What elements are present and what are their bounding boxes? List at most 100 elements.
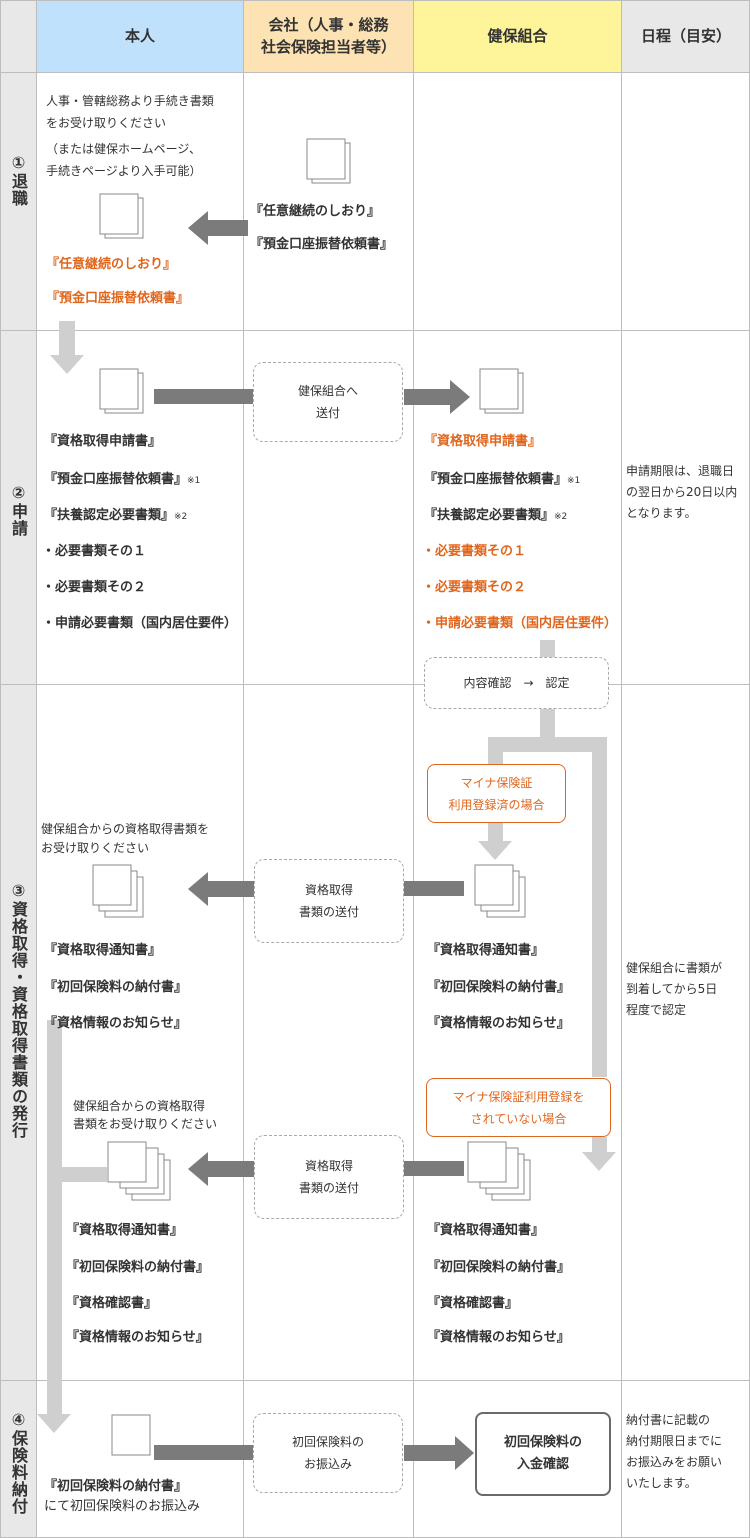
- s2-confirm-box-label: 内容確認 → 認定: [463, 676, 570, 690]
- s3-case-b-line: されていない場合: [470, 1111, 567, 1126]
- s2-person-doc: ・必要書類その１: [42, 544, 147, 559]
- s2-schedule-line: の翌日から20日以内: [626, 485, 738, 499]
- s3-case-a-line: 利用登録済の場合: [448, 797, 545, 812]
- connector-person-down: [47, 1020, 62, 1410]
- s3-case-a-box: マイナ保険証 利用登録済の場合: [427, 764, 566, 823]
- s1-person-doc: 『預金口座振替依頼書』: [46, 291, 190, 306]
- arrow-company-to-person: [188, 211, 248, 245]
- arrow-person-to-sendbox: [154, 389, 253, 404]
- connector-branch-horizontal: [488, 737, 607, 752]
- document-stack-icon: [467, 1141, 531, 1201]
- s3-person-doc-b: 『資格取得通知書』: [66, 1223, 184, 1238]
- s3-union-doc-b: 『資格取得通知書』: [427, 1223, 545, 1238]
- s3-send-box-a-line: 書類の送付: [298, 905, 359, 919]
- grid-line: [243, 0, 244, 1538]
- s2-union-doc: ・申請必要書類（国内居住要件）: [422, 616, 618, 631]
- header-person: 本人: [37, 0, 243, 72]
- connector-union-down-2: [540, 708, 555, 740]
- s3-union-doc-b: 『資格確認書』: [427, 1296, 519, 1311]
- s4-schedule: 納付書に記載の 納付期限日までに お振込みをお願い いたします。: [626, 1410, 748, 1494]
- s2-person-doc: ・申請必要書類（国内居住要件）: [42, 616, 238, 631]
- s2-schedule-line: 申請期限は、退職日: [626, 464, 735, 478]
- s3-case-a-line: マイナ保険証: [460, 775, 533, 790]
- s3-person-doc-b: 『資格情報のお知らせ』: [66, 1330, 209, 1345]
- s1-instruction-line: （または健保ホームページ、: [46, 142, 202, 156]
- s3-send-box-b: 資格取得 書類の送付: [254, 1135, 404, 1219]
- s2-schedule-line: となります。: [626, 506, 697, 520]
- s3-instruction-a-line: 健保組合からの資格取得書類を: [41, 822, 210, 836]
- s4-schedule-line: お振込みをお願い: [626, 1455, 723, 1469]
- arrow-person-to-paybox: [154, 1445, 253, 1460]
- s3-person-doc-a: 『資格取得通知書』: [44, 943, 162, 958]
- s2-person-doc: 『扶養認定必要書類』※2: [44, 508, 188, 523]
- connector-branch-a-down-1: [488, 737, 503, 765]
- s4-pay-box-line: 初回保険料の: [291, 1435, 364, 1449]
- s3-send-box-a-line: 資格取得: [304, 883, 353, 897]
- grid-line: [0, 0, 750, 1]
- note-mark: ※2: [554, 512, 568, 522]
- s1-instruction-line: 人事・管轄総務より手続き書類: [46, 94, 214, 108]
- s4-schedule-line: いたします。: [626, 1476, 697, 1490]
- s2-send-box: 健保組合へ 送付: [253, 362, 403, 442]
- grid-line: [36, 0, 37, 1538]
- arrow-branch-a-down: [478, 822, 512, 860]
- note-mark: ※2: [174, 512, 188, 522]
- s3-union-doc-a: 『初回保険料の納付書』: [427, 980, 571, 995]
- s2-confirm-box: 内容確認 → 認定: [424, 657, 609, 709]
- header-union-label: 健保組合: [487, 27, 548, 45]
- arrow-sendbox-b-to-person: [188, 1152, 254, 1186]
- s3-schedule-line: 到着してから5日: [626, 982, 718, 996]
- arrow-paybox-to-confirm: [404, 1436, 474, 1470]
- s4-confirm-box-line: 初回保険料の: [503, 1435, 582, 1450]
- s3-schedule: 健保組合に書類が 到着してから5日 程度で認定: [626, 958, 748, 1021]
- header-company-line2: 社会保険担当者等）: [260, 38, 396, 56]
- arrow-union-to-sendbox-b: [404, 1161, 464, 1176]
- arrow-person-down: [37, 1408, 71, 1433]
- s2-person-doc: ・必要書類その２: [42, 580, 147, 595]
- grid-line: [0, 1380, 750, 1381]
- s4-confirm-box-line: 入金確認: [516, 1457, 569, 1472]
- document-stack-icon: [306, 138, 351, 184]
- s3-schedule-line: 健保組合に書類が: [626, 961, 723, 975]
- s1-instruction-line: 手続きページより入手可能）: [46, 164, 202, 178]
- document-stack-icon: [474, 864, 526, 918]
- note-mark: ※1: [567, 476, 581, 486]
- s3-case-b-box: マイナ保険証利用登録を されていない場合: [426, 1078, 611, 1137]
- s3-person-doc-b: 『資格確認書』: [66, 1296, 158, 1311]
- s3-union-doc-b: 『初回保険料の納付書』: [427, 1260, 571, 1275]
- note-mark: ※1: [187, 476, 201, 486]
- s3-person-doc-a: 『資格情報のお知らせ』: [44, 1016, 187, 1031]
- s1-person-doc: 『任意継続のしおり』: [46, 257, 177, 272]
- arrow-union-to-sendbox-a: [404, 881, 464, 896]
- s3-union-doc-b: 『資格情報のお知らせ』: [427, 1330, 570, 1345]
- s2-union-doc: ・必要書類その１: [422, 544, 527, 559]
- arrow-branch-b-down: [582, 1137, 616, 1171]
- arrow-step1-to-step2: [50, 321, 84, 374]
- s3-person-doc-a: 『初回保険料の納付書』: [44, 980, 188, 995]
- s2-union-doc: 『扶養認定必要書類』※2: [424, 508, 568, 523]
- step-label-2: ②申請: [9, 483, 28, 537]
- s3-send-box-b-line: 資格取得: [304, 1159, 353, 1173]
- document-stack-icon: [99, 193, 144, 239]
- grid-line: [0, 330, 750, 331]
- connector-person-branch-b: [47, 1167, 107, 1182]
- s3-instruction-a-line: お受け取りください: [41, 841, 150, 855]
- s4-schedule-line: 納付書に記載の: [626, 1413, 711, 1427]
- step-column-bg: [0, 0, 36, 1538]
- s3-instruction-b-line: 健保組合からの資格取得: [73, 1099, 206, 1113]
- header-step-blank: [0, 0, 37, 72]
- s4-person-text: にて初回保険料のお振込み: [44, 1499, 201, 1514]
- s2-union-doc: 『資格取得申請書』: [424, 434, 542, 449]
- s3-union-doc-a: 『資格情報のお知らせ』: [427, 1016, 570, 1031]
- grid-line: [0, 684, 750, 685]
- grid-line: [413, 0, 414, 1538]
- s4-pay-box-line: お振込み: [303, 1457, 352, 1471]
- document-stack-icon: [479, 368, 524, 414]
- s3-send-box-a: 資格取得 書類の送付: [254, 859, 404, 943]
- step-label-1: ①退職: [9, 153, 28, 207]
- s2-person-doc: 『資格取得申請書』: [44, 434, 162, 449]
- header-union: 健保組合: [414, 0, 621, 72]
- s4-pay-box: 初回保険料の お振込み: [253, 1413, 403, 1493]
- header-schedule: 日程（目安）: [622, 0, 750, 72]
